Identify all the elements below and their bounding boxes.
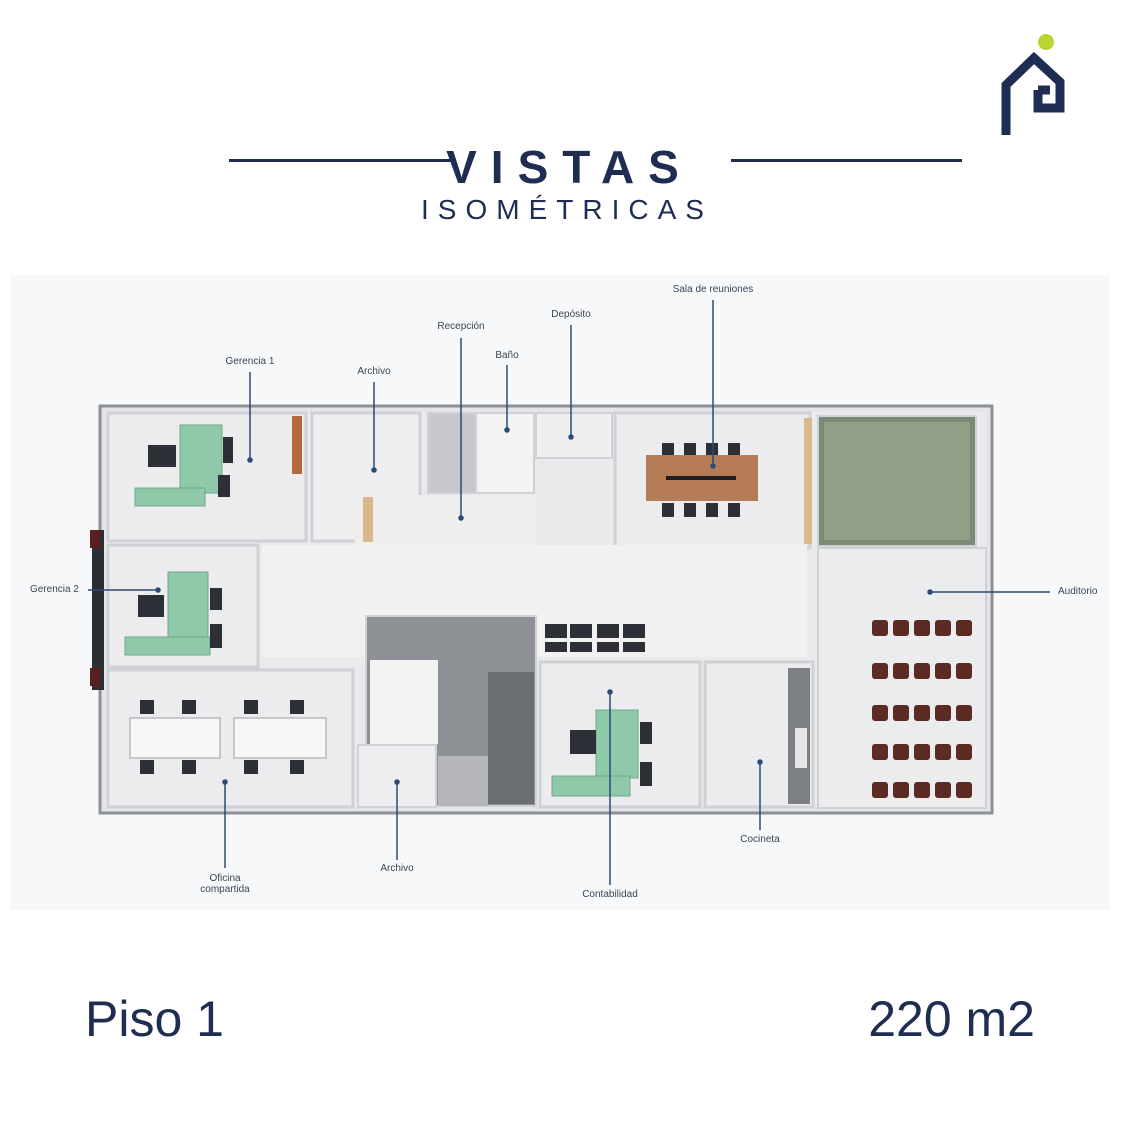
room-bano: [427, 412, 477, 494]
page-title: VISTAS: [446, 141, 693, 193]
label-gerencia-2: Gerencia 2: [30, 584, 79, 595]
label-gerencia-1: Gerencia 1: [225, 356, 275, 367]
label-auditorio: Auditorio: [1058, 586, 1098, 597]
label-recepcion: Recepción: [437, 321, 485, 332]
label-bano: Baño: [495, 350, 519, 361]
label-sala-reuniones: Sala de reuniones: [672, 284, 754, 295]
label-archivo-bottom: Archivo: [380, 863, 414, 874]
title-rule-right: [731, 159, 962, 162]
label-deposito: Depósito: [551, 309, 591, 320]
label-archivo-top: Archivo: [357, 366, 391, 377]
page-subtitle: ISOMÉTRICAS: [421, 194, 713, 225]
title-rule-left: [229, 159, 454, 162]
floor-plan: [10, 275, 1110, 910]
label-oficina-compartida: Oficina compartida: [200, 873, 250, 895]
label-contabilidad: Contabilidad: [582, 889, 638, 900]
room-deposito: [535, 412, 613, 459]
floor-label: Piso 1: [85, 991, 224, 1047]
area-label: 220 m2: [868, 991, 1035, 1047]
brand-logo-icon: [1001, 34, 1065, 135]
label-cocineta: Cocineta: [740, 834, 780, 845]
